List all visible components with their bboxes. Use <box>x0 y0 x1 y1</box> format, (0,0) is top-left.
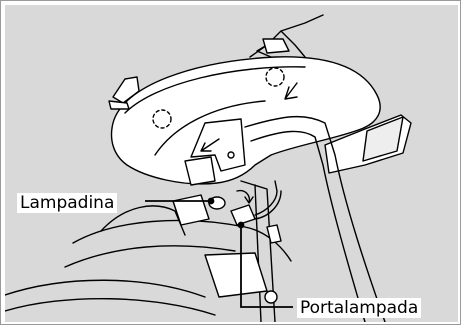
fastener-right <box>266 68 284 86</box>
bulb-arrow <box>237 191 253 203</box>
top-bracket <box>263 39 289 53</box>
bulb-socket <box>231 205 255 225</box>
label-portalampada: Portalampada <box>297 298 421 318</box>
leader-lampadina-dot <box>209 199 214 204</box>
illustration-panel: Lampadina Portalampada <box>5 5 458 322</box>
fastener-left <box>153 110 171 128</box>
wire-connector <box>267 225 281 243</box>
left-mirror-stem <box>109 101 129 109</box>
wheel-arc-2 <box>5 299 215 315</box>
bolt <box>265 291 277 303</box>
leader-portalampada-dot <box>239 223 244 228</box>
motorcycle-headlight-illustration <box>5 5 458 322</box>
label-lampadina: Lampadina <box>17 193 117 213</box>
rear-plate <box>185 157 215 185</box>
wheel-arc <box>5 280 205 297</box>
lower-part <box>205 253 267 297</box>
